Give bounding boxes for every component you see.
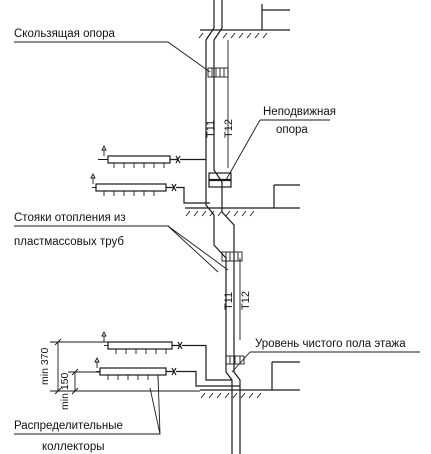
- label-risers-line2: пластмассовых труб: [14, 236, 124, 248]
- label-floor-level: Уровень чистого пола этажа: [255, 338, 406, 350]
- sliding-support-symbol: [207, 67, 229, 78]
- fixed-support-symbol: [208, 172, 232, 188]
- pipe-mark-t1-upper: T11: [205, 120, 217, 138]
- dimension-min370: min 370: [39, 347, 51, 385]
- pipe-mark-t2-upper: T12: [223, 119, 235, 138]
- dimension-lines: [50, 338, 200, 395]
- leader-lines: [14, 41, 420, 435]
- dimension-min150: min 150: [59, 372, 71, 410]
- label-risers-line1: Стояки отопления из: [14, 212, 126, 224]
- upper-collector-bottom: [90, 172, 210, 204]
- middle-sliding-support: [221, 251, 243, 262]
- upper-collector-top: [98, 144, 206, 168]
- label-fixed-support-line2: опора: [276, 124, 308, 136]
- label-fixed-support-line1: Неподвижная: [263, 106, 336, 118]
- lower-collector-bottom: [94, 356, 240, 387]
- lower-sliding-support: [225, 355, 245, 365]
- label-collectors-line1: Распределительные: [14, 420, 123, 432]
- middle-floor-slab: [185, 184, 300, 217]
- upper-floor-slab: [198, 4, 290, 39]
- label-collectors-line2: коллекторы: [42, 441, 104, 453]
- lower-collector-top: [101, 330, 232, 381]
- pipe-mark-t1-lower: T11: [223, 292, 235, 310]
- lower-floor-slab: [200, 361, 300, 399]
- pipe-mark-t2-lower: T12: [240, 291, 252, 310]
- label-sliding-support: Скользящая опора: [14, 28, 116, 40]
